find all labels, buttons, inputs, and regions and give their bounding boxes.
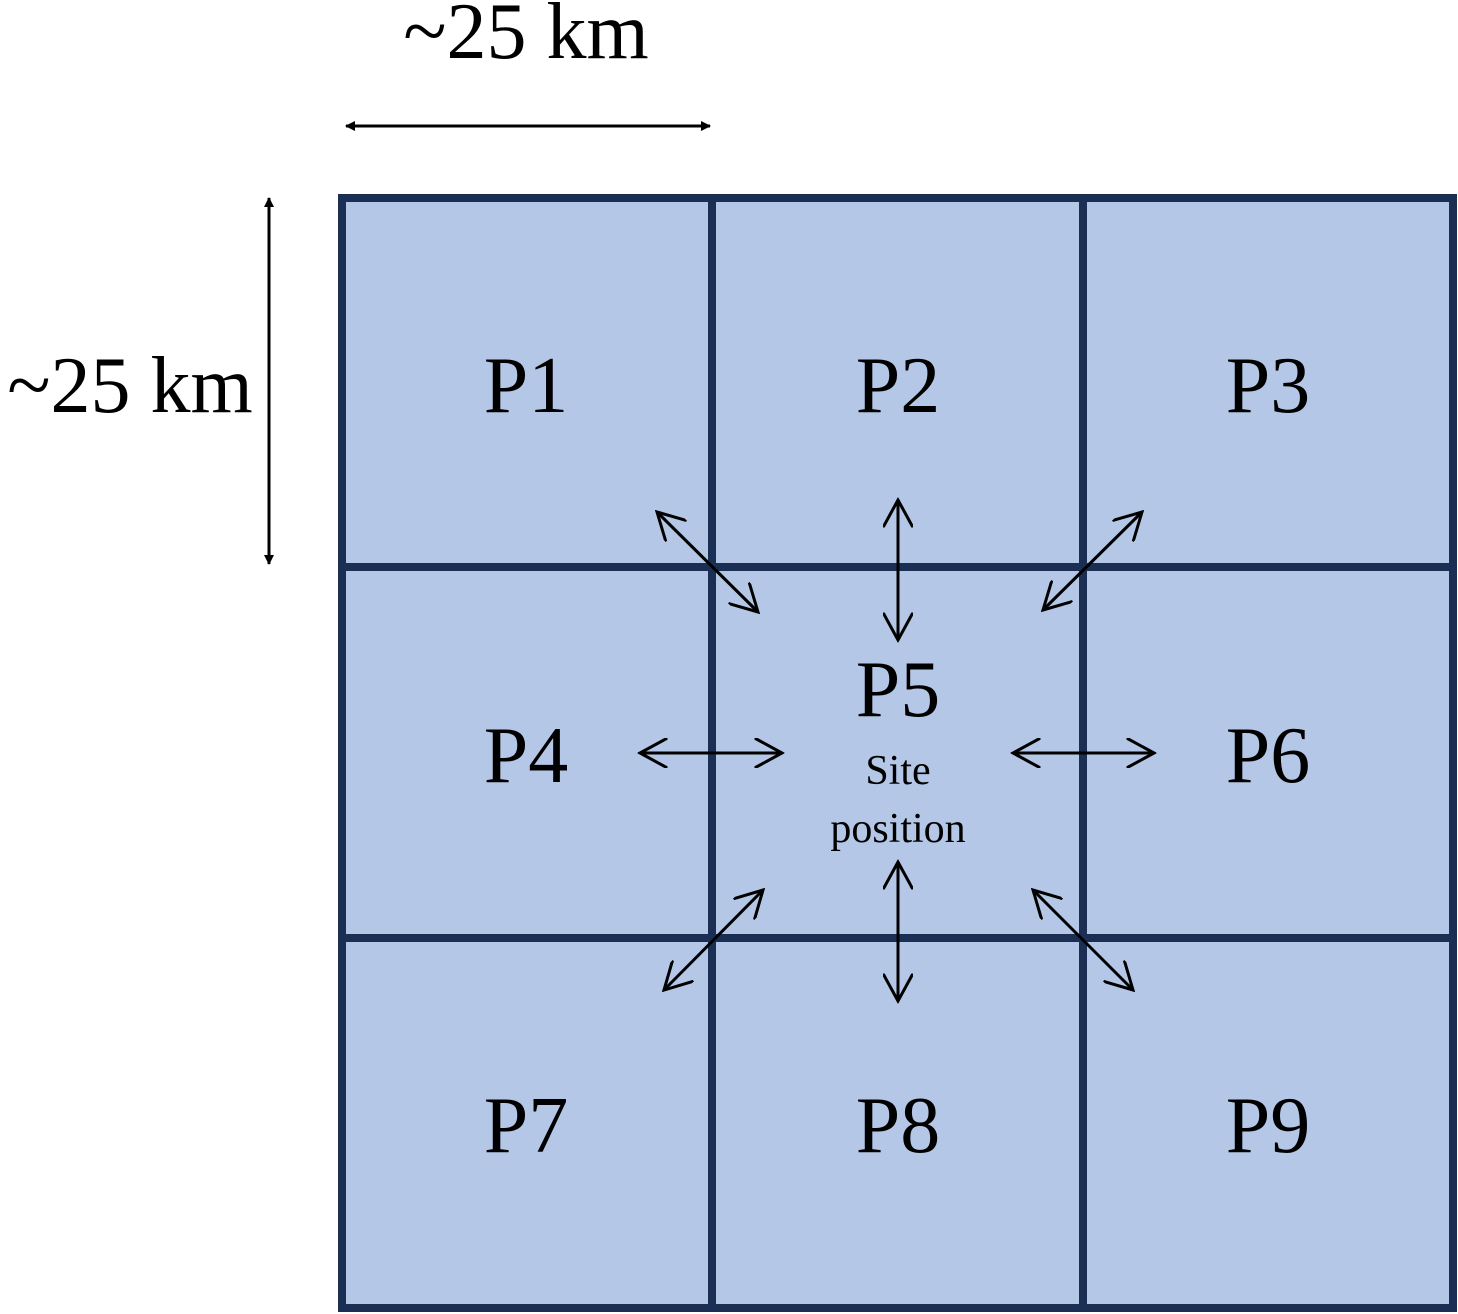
cell-label-p1: P1 bbox=[484, 342, 569, 430]
width-dimension-label: ~25 km bbox=[403, 0, 649, 76]
cell-p7 bbox=[338, 934, 716, 1312]
site-label: Site bbox=[865, 748, 930, 794]
height-dimension-label: ~25 km bbox=[7, 342, 253, 430]
cell-label-p7: P7 bbox=[484, 1082, 569, 1170]
arrow-p5-p1 bbox=[657, 512, 758, 612]
cell-label-p8: P8 bbox=[856, 1082, 941, 1170]
connection-arrows bbox=[640, 500, 1154, 1001]
cell-p1 bbox=[338, 194, 716, 571]
height-dimension: ~25 km bbox=[7, 197, 274, 565]
arrow-p5-p9 bbox=[1033, 890, 1133, 990]
cell-label-p4: P4 bbox=[484, 712, 569, 800]
cell-label-p2: P2 bbox=[856, 342, 941, 430]
position-label: position bbox=[830, 806, 965, 852]
cell-label-p9: P9 bbox=[1226, 1082, 1311, 1170]
cell-label-p6: P6 bbox=[1226, 712, 1311, 800]
cell-label-p3: P3 bbox=[1226, 342, 1311, 430]
arrow-p5-p3 bbox=[1043, 512, 1142, 610]
cell-p9 bbox=[1079, 934, 1457, 1312]
cell-labels: P1 P2 P3 P4 P5 Site position P6 P7 P8 P9 bbox=[484, 342, 1311, 1170]
arrow-p5-p7 bbox=[664, 890, 763, 990]
cell-p3 bbox=[1079, 194, 1457, 571]
width-dimension: ~25 km bbox=[345, 0, 711, 131]
cell-label-p5: P5 bbox=[856, 646, 941, 734]
